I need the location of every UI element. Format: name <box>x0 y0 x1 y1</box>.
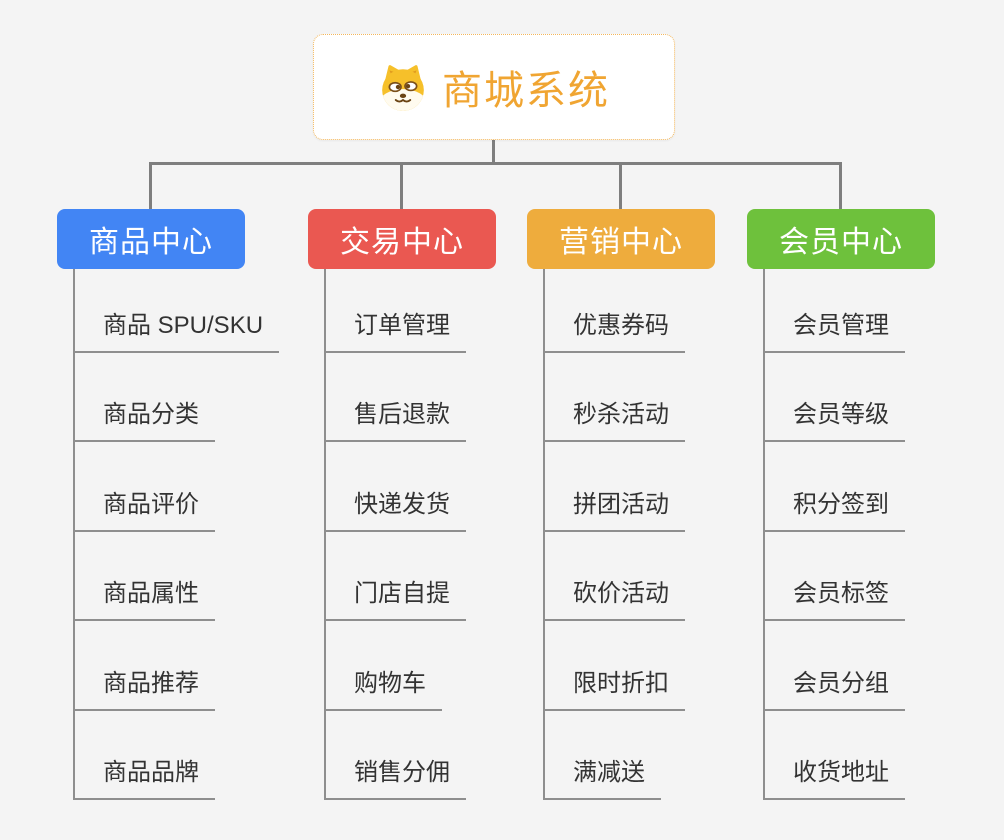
branch-column-marketing: 优惠券码 秒杀活动 拼团活动 砍价活动 限时折扣 满减送 <box>543 269 773 809</box>
branch-column-products: 商品 SPU/SKU 商品分类 商品评价 商品属性 商品推荐 商品品牌 <box>73 269 303 809</box>
sub-topic[interactable]: 商品推荐 <box>73 667 215 711</box>
connector-drop-marketing <box>619 162 622 209</box>
branch-column-members: 会员管理 会员等级 积分签到 会员标签 会员分组 收货地址 <box>763 269 993 809</box>
sub-topic[interactable]: 门店自提 <box>324 577 466 621</box>
column-line <box>73 269 75 800</box>
sub-topic[interactable]: 商品属性 <box>73 577 215 621</box>
sub-topic[interactable]: 优惠券码 <box>543 309 685 353</box>
sub-topic[interactable]: 会员管理 <box>763 309 905 353</box>
branch-node-members[interactable]: 会员中心 <box>747 209 935 269</box>
sub-topic[interactable]: 购物车 <box>324 667 442 711</box>
connector-trunk <box>149 162 842 165</box>
sub-topic[interactable]: 商品分类 <box>73 398 215 442</box>
sub-topic[interactable]: 拼团活动 <box>543 488 685 532</box>
sub-topic[interactable]: 快递发货 <box>324 488 466 532</box>
sub-topic[interactable]: 商品品牌 <box>73 756 215 800</box>
column-line <box>543 269 545 800</box>
branch-label: 交易中心 <box>340 226 464 259</box>
branch-column-trade: 订单管理 售后退款 快递发货 门店自提 购物车 销售分佣 <box>324 269 554 809</box>
sub-topic[interactable]: 积分签到 <box>763 488 905 532</box>
sub-topic[interactable]: 商品 SPU/SKU <box>73 309 280 353</box>
branch-label: 商品中心 <box>89 226 213 259</box>
root-title: 商城系统 <box>442 69 610 113</box>
branch-node-marketing[interactable]: 营销中心 <box>527 209 715 269</box>
column-line <box>324 269 326 800</box>
sub-topic[interactable]: 满减送 <box>543 756 661 800</box>
branch-label: 会员中心 <box>779 226 903 259</box>
sub-topic[interactable]: 会员标签 <box>763 577 905 621</box>
branch-node-trade[interactable]: 交易中心 <box>308 209 496 269</box>
connector-root-drop <box>492 140 495 163</box>
sub-topic[interactable]: 砍价活动 <box>543 577 685 621</box>
sub-topic[interactable]: 限时折扣 <box>543 667 685 711</box>
sub-topic[interactable]: 订单管理 <box>324 309 466 353</box>
root-node[interactable]: 商城系统 <box>313 34 675 140</box>
sub-topic[interactable]: 会员等级 <box>763 398 905 442</box>
connector-drop-trade <box>400 162 403 209</box>
column-line <box>763 269 765 800</box>
sub-topic[interactable]: 售后退款 <box>324 398 466 442</box>
sub-topic[interactable]: 会员分组 <box>763 667 905 711</box>
sub-topic[interactable]: 商品评价 <box>73 488 215 532</box>
dog-face-icon <box>382 65 424 111</box>
connector-drop-products <box>149 162 152 209</box>
sub-topic[interactable]: 收货地址 <box>763 756 905 800</box>
sub-topic[interactable]: 秒杀活动 <box>543 398 685 442</box>
connector-drop-members <box>839 162 842 209</box>
branch-node-products[interactable]: 商品中心 <box>57 209 245 269</box>
branch-label: 营销中心 <box>559 226 683 259</box>
sub-topic[interactable]: 销售分佣 <box>324 756 466 800</box>
